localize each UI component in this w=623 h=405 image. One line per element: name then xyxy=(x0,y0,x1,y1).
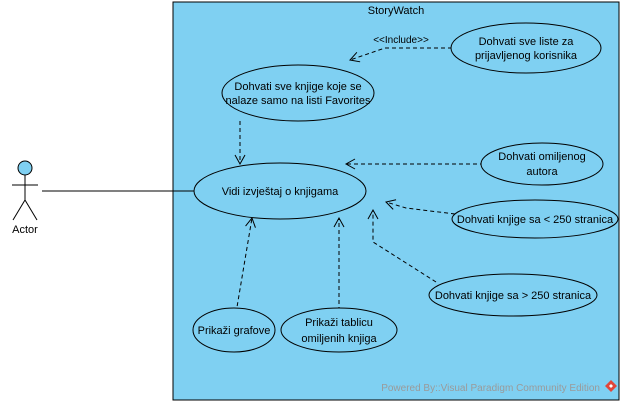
under250-to-main-arrow xyxy=(385,199,456,215)
actor-figure[interactable] xyxy=(12,160,38,221)
use-case-favorites-line-1: Dohvati sve knjige koje se xyxy=(234,81,361,93)
use-case-favorites[interactable]: Dohvati sve knjige koje se nalaze samo n… xyxy=(221,64,375,122)
use-case-charts[interactable]: Prikaži grafove xyxy=(192,307,276,353)
actor-head xyxy=(17,160,33,176)
use-case-all-lists[interactable]: Dohvati sve liste za prijavljenog korisn… xyxy=(450,22,602,74)
use-case-table[interactable]: Prikaži tablicu omiljenih knjiga xyxy=(280,307,398,353)
include-arrow xyxy=(349,47,452,63)
visual-paradigm-logo-icon xyxy=(605,380,617,392)
charts-to-main-arrow xyxy=(235,216,256,314)
watermark-text: Powered By::Visual Paradigm Community Ed… xyxy=(381,383,600,394)
system-title: StoryWatch xyxy=(368,5,424,17)
use-case-charts-label: Prikaži grafove xyxy=(198,325,271,337)
over250-to-main-arrow xyxy=(367,208,437,283)
use-case-over-250[interactable]: Dohvati knjige sa > 250 stranica xyxy=(428,273,598,317)
use-case-favorites-line-2: nalaze samo na listi Favorites xyxy=(226,95,371,107)
use-case-favorite-author-line-1: Dohvati omiljenog xyxy=(498,151,585,163)
actor-label: Actor xyxy=(12,224,38,236)
include-label: <<Include>> xyxy=(373,35,429,46)
use-case-table-line-2: omiljenih knjiga xyxy=(301,333,377,345)
use-case-all-lists-line-2: prijavljenog korisnika xyxy=(475,50,578,62)
use-case-over-250-label: Dohvati knjige sa > 250 stranica xyxy=(435,290,592,302)
use-case-favorite-author-line-2: autora xyxy=(526,166,558,178)
use-case-main-label: Vidi izvještaj o knjigama xyxy=(222,186,339,198)
use-case-favorite-author[interactable]: Dohvati omiljenog autora xyxy=(480,142,604,186)
use-case-table-line-1: Prikaži tablicu xyxy=(305,317,373,329)
use-case-all-lists-line-1: Dohvati sve liste za xyxy=(479,36,575,48)
use-case-under-250-label: Dohvati knjige sa < 250 stranica xyxy=(457,214,614,226)
use-case-under-250[interactable]: Dohvati knjige sa < 250 stranica xyxy=(451,199,619,239)
use-case-main[interactable]: Vidi izvještaj o knjigama xyxy=(193,162,367,220)
